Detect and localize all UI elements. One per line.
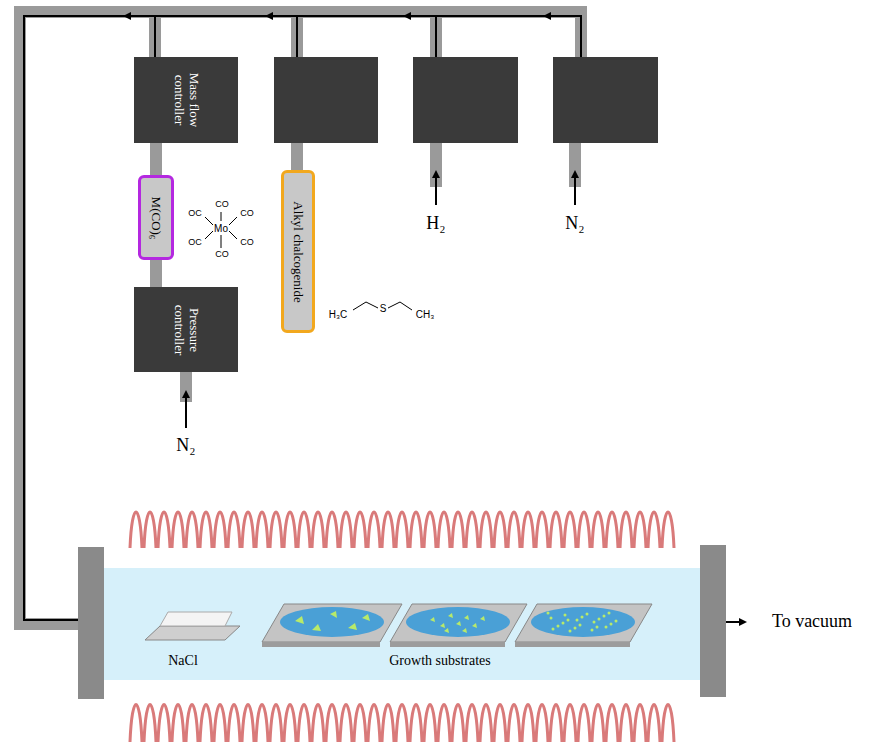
ligand-label: CO	[240, 209, 254, 219]
gas-pipe	[156, 260, 157, 287]
nucleus-dot	[608, 612, 611, 615]
feed-pipes	[180, 143, 581, 402]
growth-substrate	[262, 604, 402, 647]
nucleus-dot	[569, 630, 572, 633]
gas-label: H₂	[426, 214, 445, 234]
flange	[700, 545, 726, 697]
outlet-label: To vacuum	[772, 612, 852, 632]
exhaust-arrow	[726, 621, 745, 623]
nucleus-dot	[550, 617, 553, 620]
atom-label: H₃C	[329, 309, 348, 320]
nucleus-dot	[596, 626, 599, 629]
node-text: M(CO)₆	[149, 179, 164, 256]
nucleus-dot	[576, 619, 579, 622]
nucleus-dot	[552, 628, 555, 631]
nucleus-dot	[598, 618, 601, 621]
ligand-label: CO	[240, 238, 254, 248]
nucleus-dot	[586, 613, 589, 616]
part-label: Growth substrates	[389, 653, 491, 668]
inlet-arrows	[186, 172, 575, 428]
gas-label: N₂	[565, 214, 584, 234]
gas-pipe	[156, 143, 157, 175]
nucleus-dot	[591, 629, 594, 632]
node-text: Mass flow controller	[171, 61, 201, 139]
nucleus-dot	[562, 622, 565, 625]
nucleus-dot	[567, 619, 570, 622]
ligand-label: CO	[215, 200, 229, 210]
atom-label: S	[380, 303, 387, 314]
reaction-tube	[100, 568, 702, 680]
nucleus-dot	[547, 612, 550, 615]
nucleus-dot	[564, 614, 567, 617]
metal-label: Mo	[214, 223, 228, 234]
nucleus-dot	[581, 616, 584, 619]
coil-winding	[130, 705, 674, 743]
nucleus-dot	[557, 625, 560, 628]
part-label: NaCl	[168, 653, 198, 668]
ligand-label: OC	[188, 209, 202, 219]
nucleus-dot	[603, 615, 606, 618]
mass-flow-controller: Mass flow controller	[134, 57, 238, 143]
ligand-label: CO	[215, 250, 229, 260]
nucleus-dot	[605, 626, 608, 629]
atom-label: CH₃	[416, 309, 435, 320]
node-text: Pressure controller	[171, 291, 201, 368]
growth-substrate	[390, 604, 527, 647]
nucleus-dot	[610, 623, 613, 626]
nucleus-dot	[574, 627, 577, 630]
nacl-boat	[145, 612, 240, 640]
ligand-label: OC	[188, 238, 202, 248]
flange	[78, 547, 104, 699]
mass-flow-controller	[413, 57, 518, 143]
node-text: Alkyl chalcogenide	[291, 174, 306, 329]
nucleus-dot	[615, 620, 618, 623]
nucleus-dot	[579, 624, 582, 627]
precursor-bubbler: M(CO)₆	[138, 175, 174, 260]
gas-label: N₂	[176, 436, 195, 456]
mass-flow-controller	[553, 57, 658, 143]
nucleus-dot	[593, 621, 596, 624]
growth-substrate	[515, 604, 652, 647]
heater-coil	[130, 512, 674, 742]
mass-flow-controller	[274, 57, 378, 143]
pressure-controller: Pressure controller	[134, 287, 238, 372]
coil-winding	[130, 512, 674, 548]
precursor-bubbler: Alkyl chalcogenide	[281, 170, 315, 333]
